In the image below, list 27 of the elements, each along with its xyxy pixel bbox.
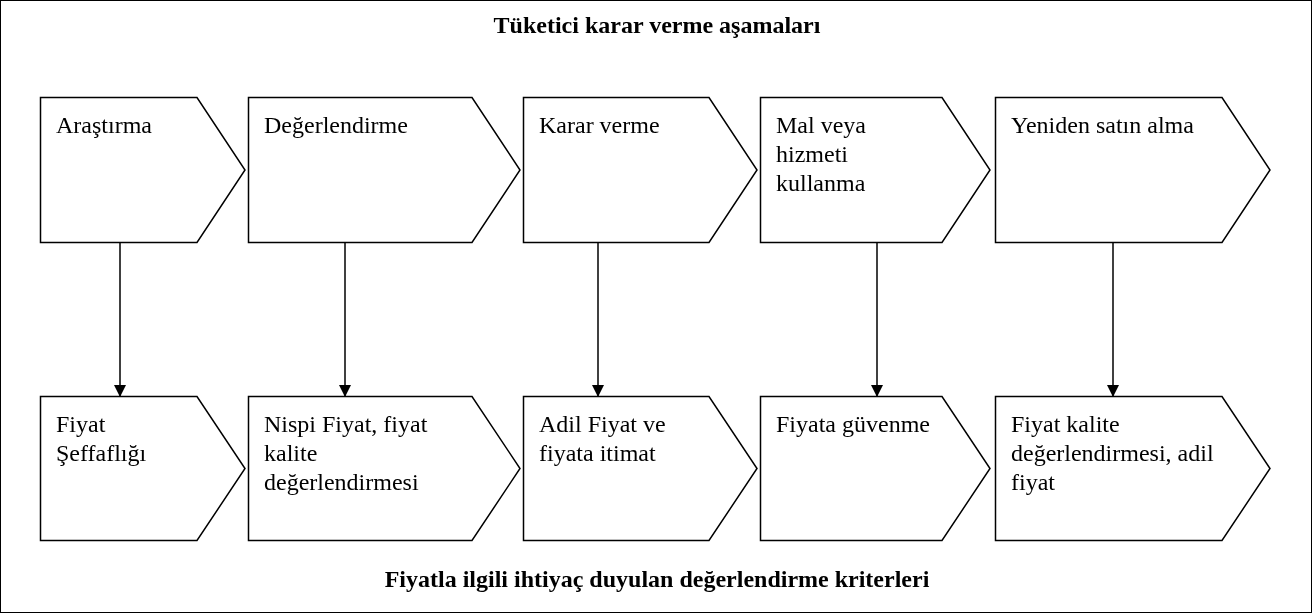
pentagon-arrow-box [523, 97, 757, 243]
pentagon-arrow-box [760, 396, 990, 541]
box-text: Nispi Fiyat, fiyat kalite değerlendirmesi [264, 410, 429, 497]
box-text: Yeniden satın alma [1011, 111, 1195, 140]
box-text: Fiyat kalite değerlendirmesi, adil fiyat [1011, 410, 1215, 497]
arrow [114, 242, 126, 397]
box-text: Araştırma [56, 111, 153, 140]
box-text: Fiyata güvenme [776, 410, 931, 439]
pentagon-arrow-box [995, 396, 1270, 541]
box-text: Karar verme [539, 111, 661, 140]
diagram-caption: Fiyatla ilgili ihtiyaç duyulan değerlendirme kriterleri [383, 566, 931, 593]
pentagon-arrow-box [523, 396, 757, 541]
box-text: Adil Fiyat ve fiyata itimat [539, 410, 667, 468]
box-text: Değerlendirme [264, 111, 409, 140]
pentagon-arrow-box [248, 97, 520, 243]
pentagon-arrow-box [40, 396, 245, 541]
pentagon-arrow-box [248, 396, 520, 541]
pentagon-arrow-box [760, 97, 990, 243]
pentagon-arrow-box [995, 97, 1270, 243]
arrow [339, 242, 351, 397]
box-text: Fiyat Şeffaflığı [56, 410, 148, 468]
arrow [592, 242, 604, 397]
arrow [1107, 242, 1119, 397]
pentagon-arrow-box [40, 97, 245, 243]
arrow [871, 242, 883, 397]
box-text: Mal veya hizmeti kullanma [776, 111, 867, 198]
diagram-title: Tüketici karar verme aşamaları [492, 12, 822, 39]
